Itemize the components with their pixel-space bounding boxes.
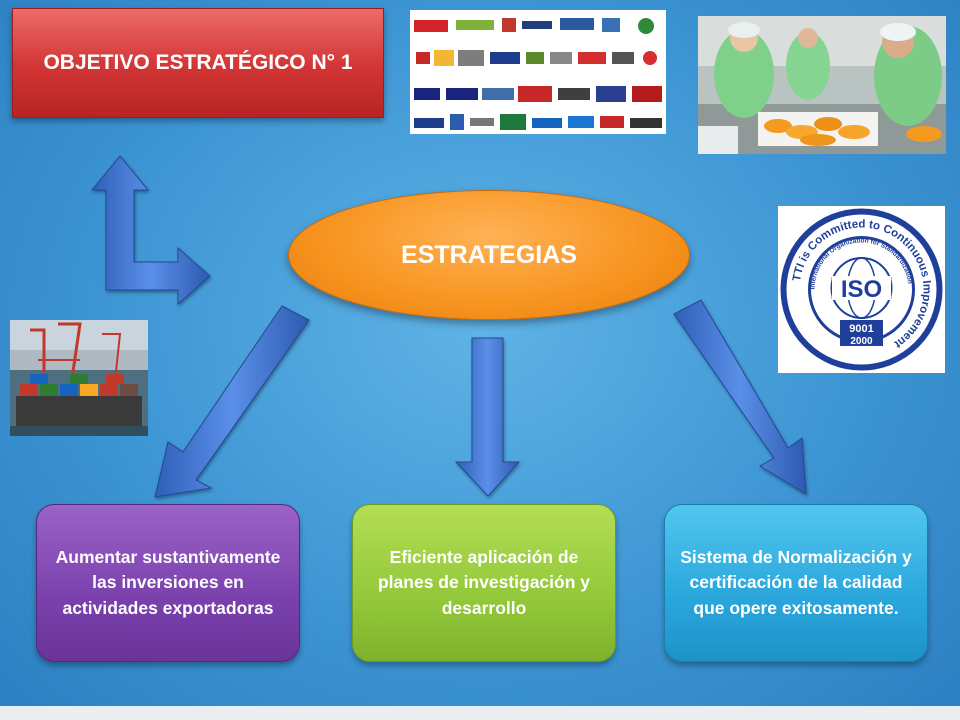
port-illustration [10, 320, 148, 436]
logo-mark [558, 88, 590, 100]
logo-mark [490, 52, 520, 64]
result-box-quality: Sistema de Normalización y certificación… [664, 504, 928, 662]
arrow-right-diagonal [673, 299, 807, 495]
logo-mark [502, 18, 516, 32]
slide-bottom-band [0, 706, 960, 720]
logo-mark [578, 52, 606, 64]
iso-standard-year: 2000 [850, 336, 873, 347]
logo-mark [500, 114, 526, 130]
logo-mark [612, 52, 634, 64]
result-text-quality: Sistema de Normalización y certificación… [680, 546, 912, 618]
logo-mark [458, 50, 484, 66]
logo-mark [482, 88, 514, 100]
logo-mark [526, 52, 544, 64]
company-logos-image [410, 10, 666, 134]
logos-grid [414, 18, 662, 130]
logo-mark [414, 20, 448, 32]
logo-mark [643, 51, 657, 65]
logo-mark [532, 118, 562, 128]
logo-mark [446, 88, 478, 100]
logo-mark [522, 21, 552, 29]
logo-mark [596, 86, 626, 102]
logo-mark [450, 114, 464, 130]
iso-standard-number: 9001 [849, 323, 873, 335]
logo-mark [638, 18, 654, 34]
result-text-investments: Aumentar sustantivamente las inversiones… [55, 546, 281, 618]
objective-title: OBJETIVO ESTRATÉGICO N° 1 [43, 51, 353, 74]
logo-mark [568, 116, 594, 128]
logo-mark [414, 118, 444, 128]
arrow-center-down [454, 337, 521, 497]
logo-mark [632, 86, 662, 102]
logo-mark [560, 18, 594, 30]
l-arrow [90, 155, 211, 306]
factory-illustration [698, 16, 946, 154]
logo-mark [456, 20, 494, 30]
logo-mark [630, 118, 662, 128]
iso-center-text: ISO [841, 276, 882, 303]
strategies-label: ESTRATEGIAS [401, 240, 577, 269]
logo-mark [550, 52, 572, 64]
arrow-left-diagonal [154, 305, 310, 498]
logo-mark [602, 18, 620, 32]
logo-mark [470, 118, 494, 126]
logo-mark [600, 116, 624, 128]
result-box-investments: Aumentar sustantivamente las inversiones… [36, 504, 300, 662]
logo-mark [518, 86, 552, 102]
strategies-ellipse: ESTRATEGIAS [288, 190, 690, 320]
iso-9001-seal: TTI is Committed to Continuous Improveme… [778, 206, 945, 373]
port-cranes-photo [10, 320, 148, 436]
logo-mark [414, 88, 440, 100]
objective-title-box: OBJETIVO ESTRATÉGICO N° 1 [12, 8, 384, 118]
iso-seal-graphic: TTI is Committed to Continuous Improveme… [780, 208, 943, 371]
logo-mark [416, 52, 430, 64]
result-text-research: Eficiente aplicación de planes de invest… [377, 546, 591, 618]
food-processing-photo [698, 16, 946, 154]
result-box-research: Eficiente aplicación de planes de invest… [352, 504, 616, 662]
logo-mark [434, 50, 454, 66]
